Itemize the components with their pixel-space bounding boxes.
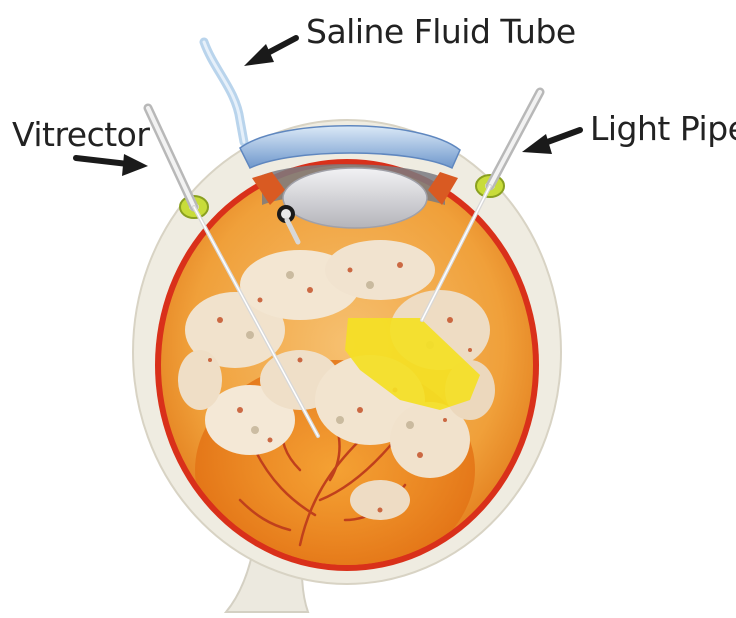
vitrector-label: Vitrector	[12, 118, 149, 151]
lens	[283, 168, 427, 228]
light-pipe-label: Light Pipe	[590, 112, 736, 145]
arrow-icon	[522, 130, 580, 154]
arrow-icon	[76, 154, 148, 176]
arrow-icon	[244, 38, 296, 66]
saline-fluid-tube-label: Saline Fluid Tube	[306, 15, 576, 48]
